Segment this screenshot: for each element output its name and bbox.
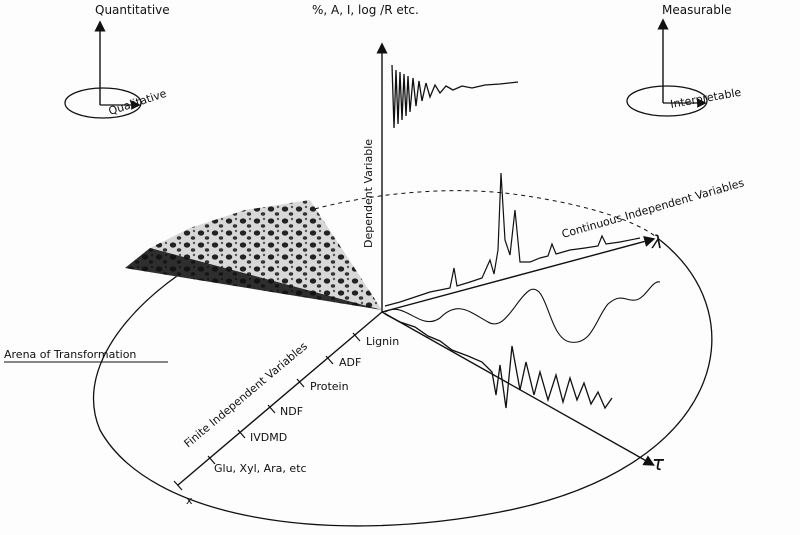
tick-label-protein: Protein — [310, 380, 349, 393]
microstructure-wedge — [125, 200, 382, 310]
arena-label: Arena of Transformation — [4, 348, 136, 361]
tick-label-lignin: Lignin — [366, 335, 399, 348]
spectrum-trace — [384, 172, 641, 307]
tau-symbol: τ — [652, 451, 665, 475]
finite-axis — [177, 311, 383, 486]
tick-label-glu-xyl-ara: Glu, Xyl, Ara, etc — [214, 462, 307, 475]
measurable-label: Measurable — [662, 3, 732, 17]
tick-label-ndf: NDF — [280, 405, 303, 418]
arena-ellipse-back — [219, 190, 661, 251]
interpretable-label: Interpretable — [669, 86, 742, 111]
units-label: %, A, I, log /R etc. — [312, 3, 419, 17]
tick-label-adf: ADF — [339, 356, 361, 369]
lambda-symbol: λ — [651, 232, 663, 253]
zigzag-trace — [384, 313, 613, 410]
finite-axis-ticks — [173, 332, 361, 491]
finite-variables-label: Finite Independent Variables — [182, 339, 311, 450]
oscillation-trace — [391, 64, 519, 129]
tick-label-ivdmd: IVDMD — [250, 431, 287, 444]
quantitative-label: Quantitative — [95, 3, 170, 17]
microstructure-dark-edge — [125, 248, 382, 310]
time-axis — [381, 311, 655, 466]
continuous-axis — [381, 236, 656, 313]
finite-axis-end-label: x — [186, 494, 193, 507]
dependent-variable-label: Dependent Variable — [362, 139, 375, 248]
wavy-curve — [384, 281, 661, 343]
left-corner-icon — [64, 20, 142, 119]
right-corner-icon — [626, 18, 708, 117]
arena-ellipse-front — [93, 239, 713, 527]
qualitative-label: Qualitative — [107, 87, 168, 118]
